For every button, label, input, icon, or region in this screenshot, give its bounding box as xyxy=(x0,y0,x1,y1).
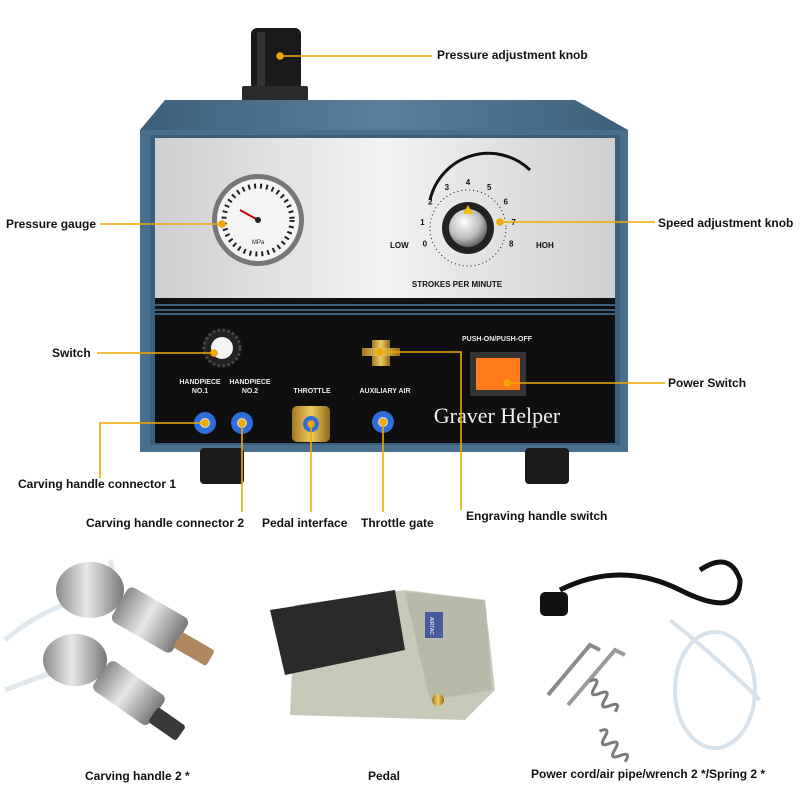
low-label: LOW xyxy=(390,241,409,250)
callout-pressure-knob: Pressure adjustment knob xyxy=(437,48,588,62)
pressure-knob xyxy=(242,28,308,102)
brand-name: Graver Helper xyxy=(434,403,561,428)
handpiece1-label-b: NO.1 xyxy=(192,388,208,395)
dial-number: 0 xyxy=(423,240,428,249)
dial-number: 5 xyxy=(487,183,492,192)
callout-carving-conn2: Carving handle connector 2 xyxy=(86,516,245,530)
handpiece2-label-a: HANDPIECE xyxy=(229,379,271,386)
pedal-brand: AIRTAC xyxy=(428,617,434,635)
carving-handles-image xyxy=(3,559,214,740)
caption-pedal: Pedal xyxy=(368,769,401,783)
callout-speed-knob: Speed adjustment knob xyxy=(658,216,794,230)
callout-lines xyxy=(97,52,665,512)
power-button xyxy=(470,352,526,396)
throttle-label: THROTTLE xyxy=(293,388,331,395)
gauge-unit: MPa xyxy=(252,240,265,246)
dial-number: 2 xyxy=(428,198,433,207)
strokes-label: STROKES PER MINUTE xyxy=(412,280,503,289)
pedal-image: AIRTAC xyxy=(270,590,495,720)
high-label: HOH xyxy=(536,241,554,250)
dial-number: 4 xyxy=(466,178,471,187)
pressure-gauge: MPa xyxy=(212,174,304,266)
callout-pedal-interface: Pedal interface xyxy=(262,516,348,530)
aux-air-label: AUXILIARY AIR xyxy=(359,388,410,395)
callout-power-switch: Power Switch xyxy=(668,376,747,390)
callout-throttle-gate: Throttle gate xyxy=(361,516,434,530)
callout-pressure-gauge: Pressure gauge xyxy=(6,217,97,231)
dial-number: 3 xyxy=(445,183,450,192)
accessories-image xyxy=(540,559,762,763)
handpiece2-label-b: NO.2 xyxy=(242,388,258,395)
speed-dial: LOW HOH STROKES PER MINUTE 012345678 xyxy=(390,151,554,289)
dial-number: 1 xyxy=(420,218,425,227)
callout-carving-conn1: Carving handle connector 1 xyxy=(18,477,177,491)
dial-number: 6 xyxy=(503,198,508,207)
caption-carving-handles: Carving handle 2 * xyxy=(85,769,190,783)
machine-feet xyxy=(200,448,569,484)
handpiece1-label-a: HANDPIECE xyxy=(179,379,221,386)
face-stripes xyxy=(155,298,615,313)
caption-power-cord: Power cord/air pipe/wrench 2 */Spring 2 … xyxy=(531,767,766,781)
callout-switch: Switch xyxy=(52,346,91,360)
selector-switch xyxy=(202,328,242,368)
push-label: PUSH-ON/PUSH-OFF xyxy=(462,336,533,343)
callout-engraving-switch: Engraving handle switch xyxy=(466,509,608,523)
dial-number: 8 xyxy=(509,240,514,249)
